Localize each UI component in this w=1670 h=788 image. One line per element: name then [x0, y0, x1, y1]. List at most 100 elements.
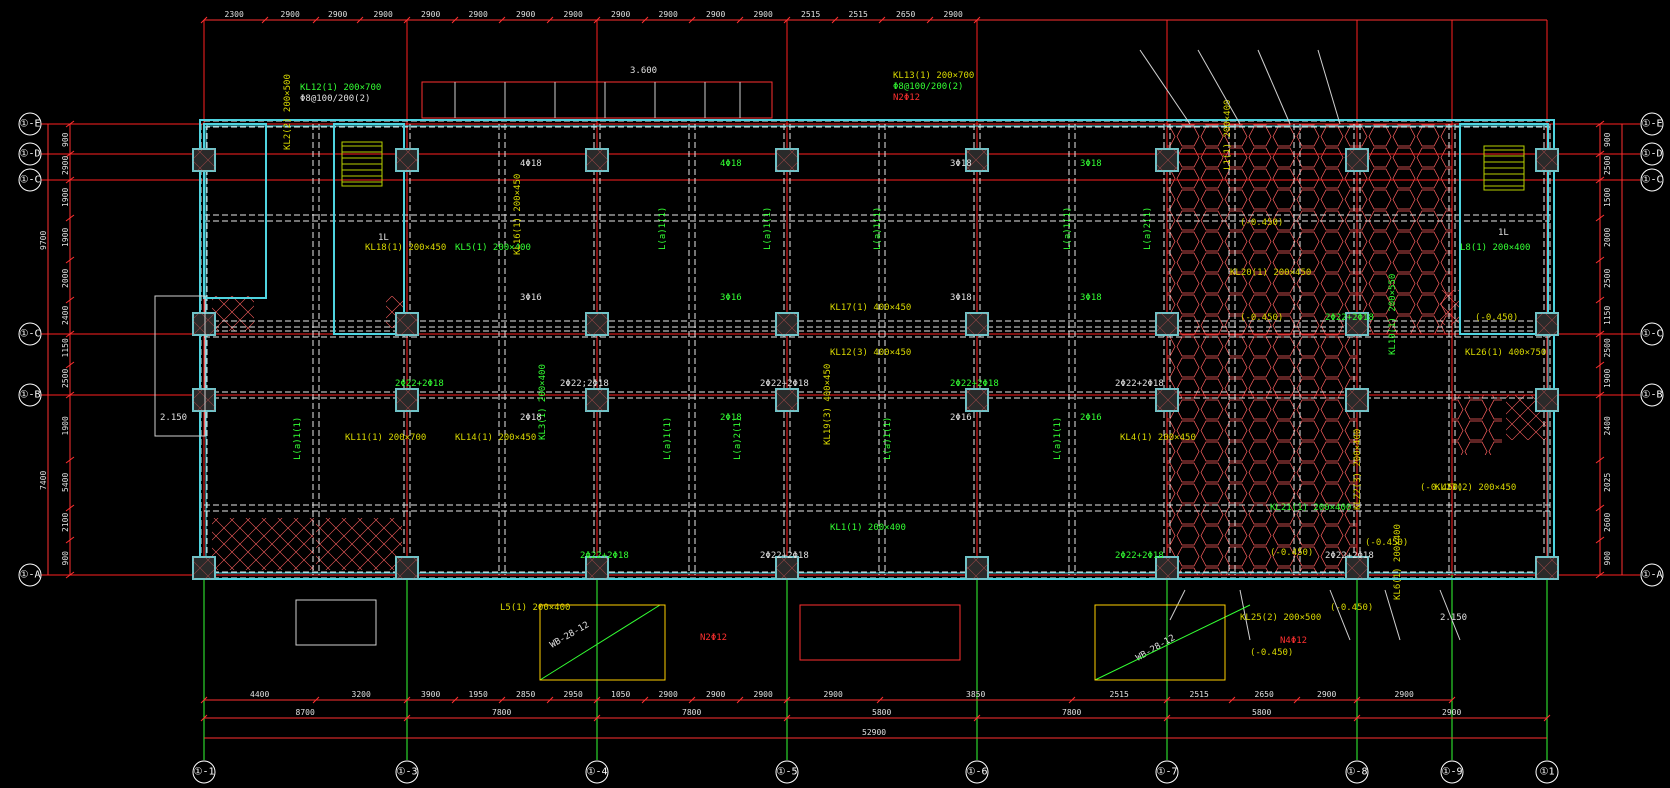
dimension-bottom-text: 3850: [966, 690, 985, 699]
column: [965, 148, 989, 172]
dimension-bottom-text: 2515: [1190, 690, 1209, 699]
stair: [1483, 145, 1525, 191]
axis-bubble-label: ①-A: [1641, 570, 1662, 581]
dimension-bottom-tick: [312, 696, 320, 704]
column: [1155, 556, 1179, 580]
axis-bubble-label: ①-C: [19, 329, 40, 340]
leader-line: [1139, 49, 1191, 125]
stair-outline: [1483, 145, 1525, 191]
dimension-bottom-tick: [1228, 696, 1236, 704]
dimension-top-tick: [641, 16, 649, 24]
core-wall: [203, 123, 267, 299]
column: [395, 312, 419, 336]
rebar-label: 3Φ18: [950, 293, 972, 303]
dimension-bottom-tick: [546, 696, 554, 704]
axis-bubble-label: ①-3: [396, 767, 417, 778]
dimension-bottom-text: 2900: [1317, 690, 1336, 699]
dimension-left-tick: [65, 176, 75, 184]
rebar-label: Φ8@100/200(2): [893, 82, 963, 92]
axis-bubble-circle: [395, 760, 419, 784]
beam-label: KL19(3) 400×450: [823, 364, 833, 445]
dimension-right-tick: [1595, 456, 1605, 464]
side-platform: [154, 295, 206, 437]
axis-bubble-circle: [18, 563, 42, 587]
beam-label: KL17(1) 400×450: [830, 303, 911, 313]
beam-label: KL11(1) 200×700: [345, 433, 426, 443]
axis-bubble-label: ①-7: [1156, 767, 1177, 778]
axis-bubble-label: ①-C: [19, 175, 40, 186]
dimension-top-tick: [200, 16, 208, 24]
dimension-top-text: 2900: [469, 10, 488, 19]
dimension-bottom-tick: [1163, 696, 1171, 704]
dimension-top-text: 2900: [564, 10, 583, 19]
hatch-layer: [212, 124, 1546, 575]
dimension-bottom-text: 2900: [1395, 690, 1414, 699]
hex-hatch-region: [1357, 124, 1452, 334]
short-beam-label: L(a)2(1): [1143, 207, 1153, 250]
dimension-bottom-text: 2950: [564, 690, 583, 699]
axis-bubble-hD-right: ①-D: [1640, 142, 1664, 166]
dimension-bottom-text: 2515: [1110, 690, 1129, 699]
column: [775, 312, 799, 336]
cross-hatch-region: [212, 296, 254, 331]
dimension-bottom-tick: [783, 696, 791, 704]
cross-hatch-region: [1440, 290, 1460, 325]
beam-label: KL5(1) 200×400: [455, 243, 531, 253]
dimension-left-tick: [65, 256, 75, 264]
dimension-total-text: 52900: [862, 728, 886, 737]
dimension-right-text: 2600: [1603, 513, 1612, 532]
dimension-right-text: 2000: [1603, 228, 1612, 247]
hex-hatch-region: [1167, 124, 1357, 575]
dimension-top-tick: [403, 16, 411, 24]
beam-label: KL12(3) 400×450: [830, 348, 911, 358]
elevation-label: (-0.450): [1240, 218, 1283, 228]
dimension-top-text: 2515: [801, 10, 820, 19]
hex-hatch-region: [1452, 395, 1502, 455]
rebar-label: 2Φ16: [950, 413, 972, 423]
rebar-label: 2Φ18: [520, 413, 542, 423]
column: [1535, 556, 1559, 580]
dimension-top-text: 2300: [225, 10, 244, 19]
axis-bubble-label: ①-9: [1441, 767, 1462, 778]
dimension-top-tick: [736, 16, 744, 24]
beam-label: KL18(1) 200×450: [365, 243, 446, 253]
dimension-bottom2-tick: [1163, 714, 1171, 722]
dimension-bottom2-text: 5800: [1252, 708, 1271, 717]
column-fill: [1536, 149, 1558, 171]
beam-label: KL3(1) 200×400: [538, 364, 548, 440]
dimension-right-tick: [1595, 296, 1605, 304]
dimension-right-text: 2400: [1603, 416, 1612, 435]
column: [1155, 312, 1179, 336]
dimension-bottom2-text: 7800: [1062, 708, 1081, 717]
axis-bubble-a3: ①-3: [395, 760, 419, 784]
axis-bubble-circle: [1640, 383, 1664, 407]
axis-bubble-hE-left: ①-E: [18, 112, 42, 136]
column-fill: [776, 557, 798, 579]
beam-label: L1(1) 200×400: [1223, 100, 1233, 170]
dimension-top-tick: [593, 16, 601, 24]
axis-bubble-a9: ①-9: [1440, 760, 1464, 784]
short-beam-label: L(a)1(1): [883, 417, 893, 460]
rebar-label: 3Φ18: [1080, 293, 1102, 303]
axis-bubble-a10: ①1: [1535, 760, 1559, 784]
dimension-left-text: 900: [61, 132, 70, 147]
dimension-bottom2-tick: [1543, 714, 1551, 722]
column-fill: [586, 557, 608, 579]
rebar-label: 2Φ22+2Φ18: [950, 379, 999, 389]
dimension-right-text: 900: [1603, 132, 1612, 147]
axis-bubble-label: ①-1: [193, 767, 214, 778]
dimension-bottom-tick: [593, 696, 601, 704]
dimension-bottom2-tick: [783, 714, 791, 722]
elevation-label: (-0.450): [1475, 313, 1518, 323]
axis-bubble-circle: [1640, 142, 1664, 166]
rebar-label: 4Φ18: [720, 159, 742, 169]
column-fill: [193, 313, 215, 335]
axis-bubble-circle: [1640, 563, 1664, 587]
axis-bubble-label: ①-E: [19, 119, 40, 130]
column: [965, 556, 989, 580]
axis-bubble-circle: [1640, 112, 1664, 136]
leader-line: [1384, 589, 1401, 641]
dimension-bottom-text: 2900: [824, 690, 843, 699]
leader-line: [1439, 589, 1461, 641]
column-fill: [1156, 557, 1178, 579]
